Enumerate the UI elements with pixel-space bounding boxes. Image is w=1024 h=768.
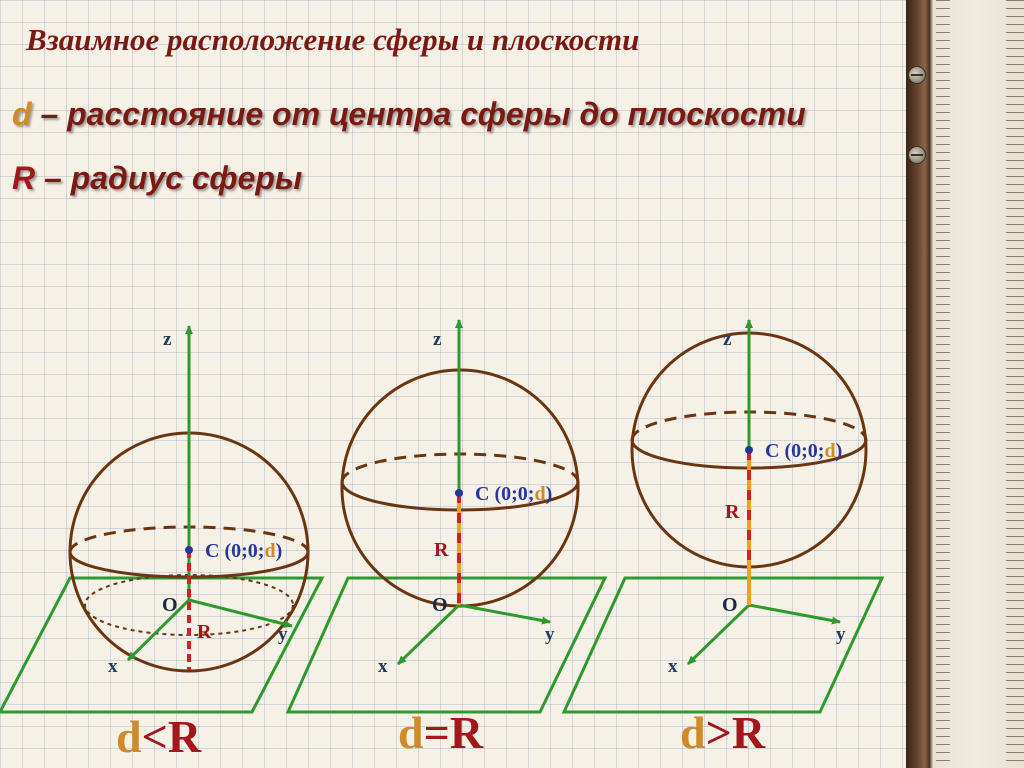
compare-label: d>R [680,707,766,758]
compare-right: R [732,707,766,758]
screw-icon [908,146,926,164]
diagram-intersecting: z x y O R C (0;0;d) d<R [0,325,325,762]
center-label-var: d [264,540,275,562]
y-axis-label: y [278,624,288,645]
x-axis [126,598,191,662]
definition-distance-text: – расстояние от центра сферы до плоскост… [31,96,806,132]
center-label-prefix: C (0;0; [475,483,534,505]
compare-left: d [398,707,424,758]
center-point [455,489,463,497]
compare-right: R [168,711,202,762]
y-axis-label: y [545,624,555,645]
definition-distance-symbol: d [12,96,32,132]
center-label-prefix: C (0;0; [205,540,264,562]
compare-left: d [680,707,706,758]
slide-title: Взаимное расположение сферы и плоскости [26,22,640,57]
diagram-no-intersection: z x y O R C (0;0;d) d>R [561,319,885,758]
definition-radius: R – радиус сферы [12,160,302,197]
plane [561,576,885,714]
compare-operator: > [706,707,732,758]
diagram-tangent: z x y O R C (0;0;d) d=R [285,319,608,758]
x-axis [396,603,461,666]
compare-left: d [116,711,142,762]
z-axis-label: z [433,329,442,350]
x-axis-label: x [108,656,118,677]
compare-operator: < [142,711,168,762]
center-label-var: d [534,483,545,505]
origin-label: O [432,594,448,616]
center-label-prefix: C (0;0; [765,440,824,462]
compare-operator: = [424,707,450,758]
origin-label: O [162,594,178,616]
compare-label: d<R [116,711,202,762]
definition-distance: d – расстояние от центра сферы до плоско… [12,96,806,133]
center-label-suffix: ) [836,440,843,462]
x-axis-label: x [378,656,388,677]
center-label: C (0;0;d) [475,483,552,505]
y-axis [458,603,551,625]
center-label-var: d [824,440,835,462]
center-label-suffix: ) [276,540,283,562]
compare-right: R [450,707,484,758]
z-axis-label: z [723,329,732,350]
center-point [745,446,753,454]
origin-label: O [722,594,738,616]
x-axis-label: x [668,656,678,677]
y-axis [748,603,841,625]
definition-radius-symbol: R [12,160,36,196]
x-axis [686,603,751,666]
z-axis-label: z [163,329,172,350]
radius-label: R [197,621,212,643]
ruler-ticks [936,0,1024,768]
compare-label: d=R [398,707,484,758]
definition-radius-text: – радиус сферы [35,160,303,196]
center-label: C (0;0;d) [205,540,282,562]
plane [0,576,325,714]
center-point [185,546,193,554]
y-axis-label: y [836,624,846,645]
radius-label: R [725,501,740,523]
y-axis [188,598,293,628]
screw-icon [908,66,926,84]
center-label-suffix: ) [546,483,553,505]
plane [285,576,608,714]
center-label: C (0;0;d) [765,440,842,462]
radius-label: R [434,539,449,561]
